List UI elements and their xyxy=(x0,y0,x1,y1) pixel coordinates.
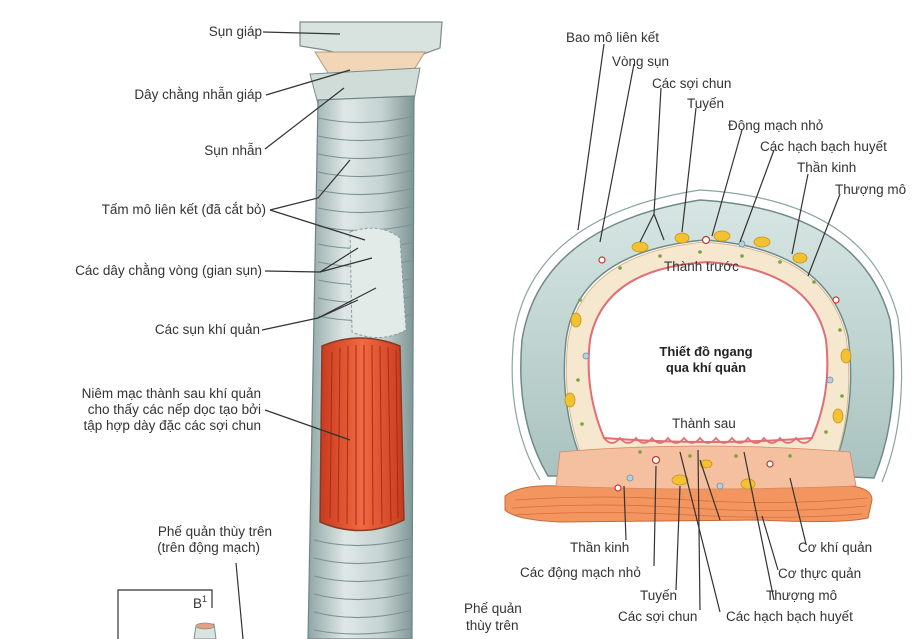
esophageal-muscle-layer xyxy=(504,485,873,523)
elastic-fiber-dots xyxy=(576,250,844,458)
label-elastic-fibers-bottom: Các sợi chun xyxy=(618,609,697,624)
label-lymph-nodes-top: Các hạch bạch huyết xyxy=(760,139,887,154)
right-leader-lines xyxy=(577,43,841,613)
label-bottom-bronchus-line2: thùy trên xyxy=(466,618,519,633)
label-cricoid-cartilage: Sụn nhẫn xyxy=(204,143,262,158)
left-leader-lines xyxy=(235,31,377,639)
label-bottom-bronchus-line1: Phế quản xyxy=(464,601,522,616)
label-anterior-wall: Thành trước xyxy=(664,259,739,274)
label-mucosa-line1: Niêm mạc thành sau khí quản xyxy=(82,386,261,401)
label-cartilage-ring: Vòng sụn xyxy=(612,54,669,69)
label-lymph-nodes-bottom: Các hạch bạch huyết xyxy=(726,609,853,624)
label-glands-top: Tuyến xyxy=(687,96,724,111)
label-trachealis-muscle: Cơ khí quản xyxy=(798,540,872,555)
label-nerve-top: Thần kinh xyxy=(797,160,856,175)
label-epithelium-top: Thượng mô xyxy=(835,182,906,197)
label-section-title-line1: Thiết đồ ngang xyxy=(659,344,752,359)
right-labels: Bao mô liên kết Vòng sụn Các sợi chun Tu… xyxy=(520,30,906,624)
label-section-title-line2: qua khí quản xyxy=(666,360,746,375)
mucosa-folds xyxy=(329,344,399,526)
bracket-line xyxy=(117,589,213,639)
label-annular-ligaments: Các dây chằng vòng (gian sụn) xyxy=(75,263,262,278)
label-tracheal-cartilages: Các sụn khí quản xyxy=(155,322,260,337)
label-glands-bottom: Tuyến xyxy=(640,588,677,603)
label-connective-sheath: Bao mô liên kết xyxy=(566,30,659,45)
label-b1: B1 xyxy=(193,594,207,611)
label-epithelium-bottom: Thượng mô xyxy=(766,588,837,603)
label-upper-lobe-bronchus-line2: (trên động mạch) xyxy=(157,540,260,555)
posterior-epithelium-folds xyxy=(603,436,813,444)
lymph-nodes xyxy=(582,240,834,490)
label-posterior-wall: Thành sau xyxy=(672,416,736,431)
label-cricothyroid-ligament: Dây chằng nhẫn giáp xyxy=(134,87,262,102)
label-small-arteries-top: Động mạch nhỏ xyxy=(728,118,823,133)
left-labels: Sụn giáp Dây chằng nhẫn giáp Sụn nhẫn Tấ… xyxy=(75,24,522,633)
small-arteries xyxy=(598,235,840,492)
cross-section xyxy=(504,189,903,523)
label-small-arteries-bottom: Các động mạch nhỏ xyxy=(520,565,641,580)
label-upper-lobe-bronchus-line1: Phế quản thùy trên xyxy=(158,524,272,539)
cartilage-ring-shape xyxy=(520,199,895,479)
label-connective-sheet: Tấm mô liên kết (đã cắt bỏ) xyxy=(102,202,266,217)
posterior-mucosa-window xyxy=(319,337,405,532)
label-thyroid-cartilage: Sụn giáp xyxy=(209,24,262,39)
label-esophageal-muscle: Cơ thực quản xyxy=(778,566,861,581)
label-mucosa-line2: cho thấy các nếp dọc tạo bởi xyxy=(88,402,261,417)
trachea-illustration xyxy=(117,21,443,639)
glands xyxy=(564,230,852,490)
label-nerve-bottom: Thần kinh xyxy=(570,540,629,555)
cut-connective-sheet xyxy=(349,227,407,338)
label-mucosa-line3: tập hợp dày đặc các sợi chun xyxy=(83,418,261,433)
connective-sheath-outline xyxy=(511,189,903,483)
label-elastic-fibers-top: Các sợi chun xyxy=(652,76,731,91)
muscle-texture xyxy=(511,496,869,518)
